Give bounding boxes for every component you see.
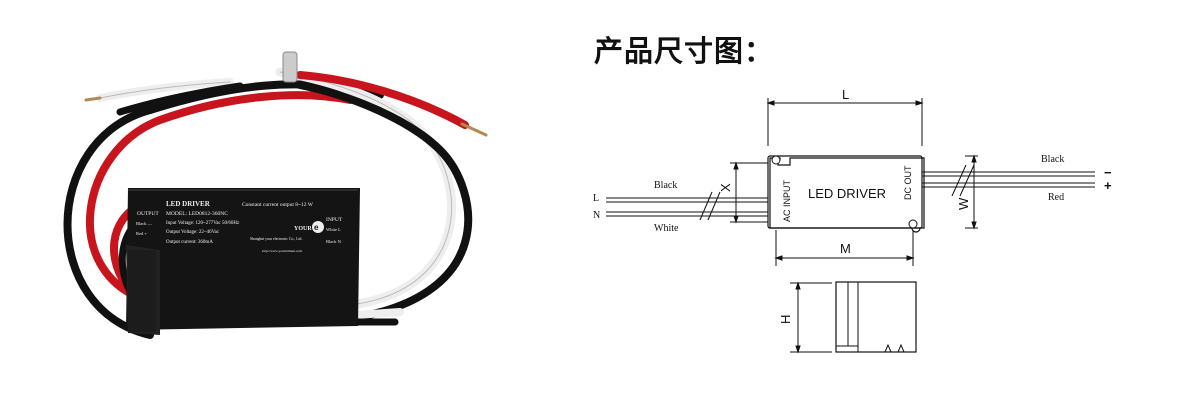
label-model: MODEL: LED0812-360NC xyxy=(166,211,228,217)
input-N-label: N xyxy=(593,210,600,221)
label-black-minus: Black — xyxy=(136,221,153,226)
label-output-voltage: Output Voltage: 22~46Vac xyxy=(166,230,220,235)
red-wire-end xyxy=(296,71,469,129)
led-driver-photo: LED DRIVER Constant current output 8~12 … xyxy=(63,51,488,339)
dc-out-label: DC OUT xyxy=(903,165,913,200)
label-black-n: Black N xyxy=(326,239,342,244)
label-output: OUTPUT xyxy=(137,211,159,217)
label-website: http://www.yourbrillent.com xyxy=(262,249,302,253)
brand-logo-icon xyxy=(312,221,324,233)
label-constant: Constant current output 8~12 W xyxy=(242,202,314,208)
red-wire-loop xyxy=(85,91,354,304)
dimension-diagram: L M X W H LED DRIVER AC INPUT DC OUT L N… xyxy=(593,87,1112,354)
label-input-voltage: Input Voltage: 120~277Vac 50/60Hz xyxy=(166,221,240,226)
dim-M-label: M xyxy=(840,241,851,256)
label-header: LED DRIVER xyxy=(166,200,211,208)
side-view-terminals xyxy=(884,343,905,353)
side-view-outline xyxy=(835,281,917,353)
wire-red-output-label: Red xyxy=(1048,192,1064,203)
input-L-label: L xyxy=(593,193,599,204)
page-title: 产品尺寸图： xyxy=(594,34,775,68)
wire-white-input-label: White xyxy=(654,223,679,234)
label-output-current: Output current: 360mA xyxy=(166,240,213,245)
label-red-plus: Red + xyxy=(136,231,147,236)
wire-black-input-label: Black xyxy=(654,180,677,191)
minus-sign: − xyxy=(1104,165,1112,180)
black-wire-right xyxy=(296,81,473,324)
case-label: LED DRIVER xyxy=(808,186,886,201)
wire-bundle xyxy=(63,51,488,339)
label-company: Shanghai your electronic Co., Ltd. xyxy=(250,237,302,242)
brand-logo-text: YOUR xyxy=(294,226,312,232)
label-input: INPUT xyxy=(326,217,343,223)
label-white-l: White L xyxy=(326,227,341,232)
ac-input-label: AC INPUT xyxy=(782,179,792,222)
dim-L-label: L xyxy=(842,87,849,102)
wire-black-output-label: Black xyxy=(1041,154,1064,165)
driver-case xyxy=(126,188,360,335)
dim-X-label: X xyxy=(718,183,733,192)
wire-clip xyxy=(282,51,298,83)
dim-H-label: H xyxy=(778,315,793,324)
svg-text:e: e xyxy=(314,223,319,232)
plus-sign: + xyxy=(1104,178,1112,193)
dim-W-label: W xyxy=(956,197,971,210)
